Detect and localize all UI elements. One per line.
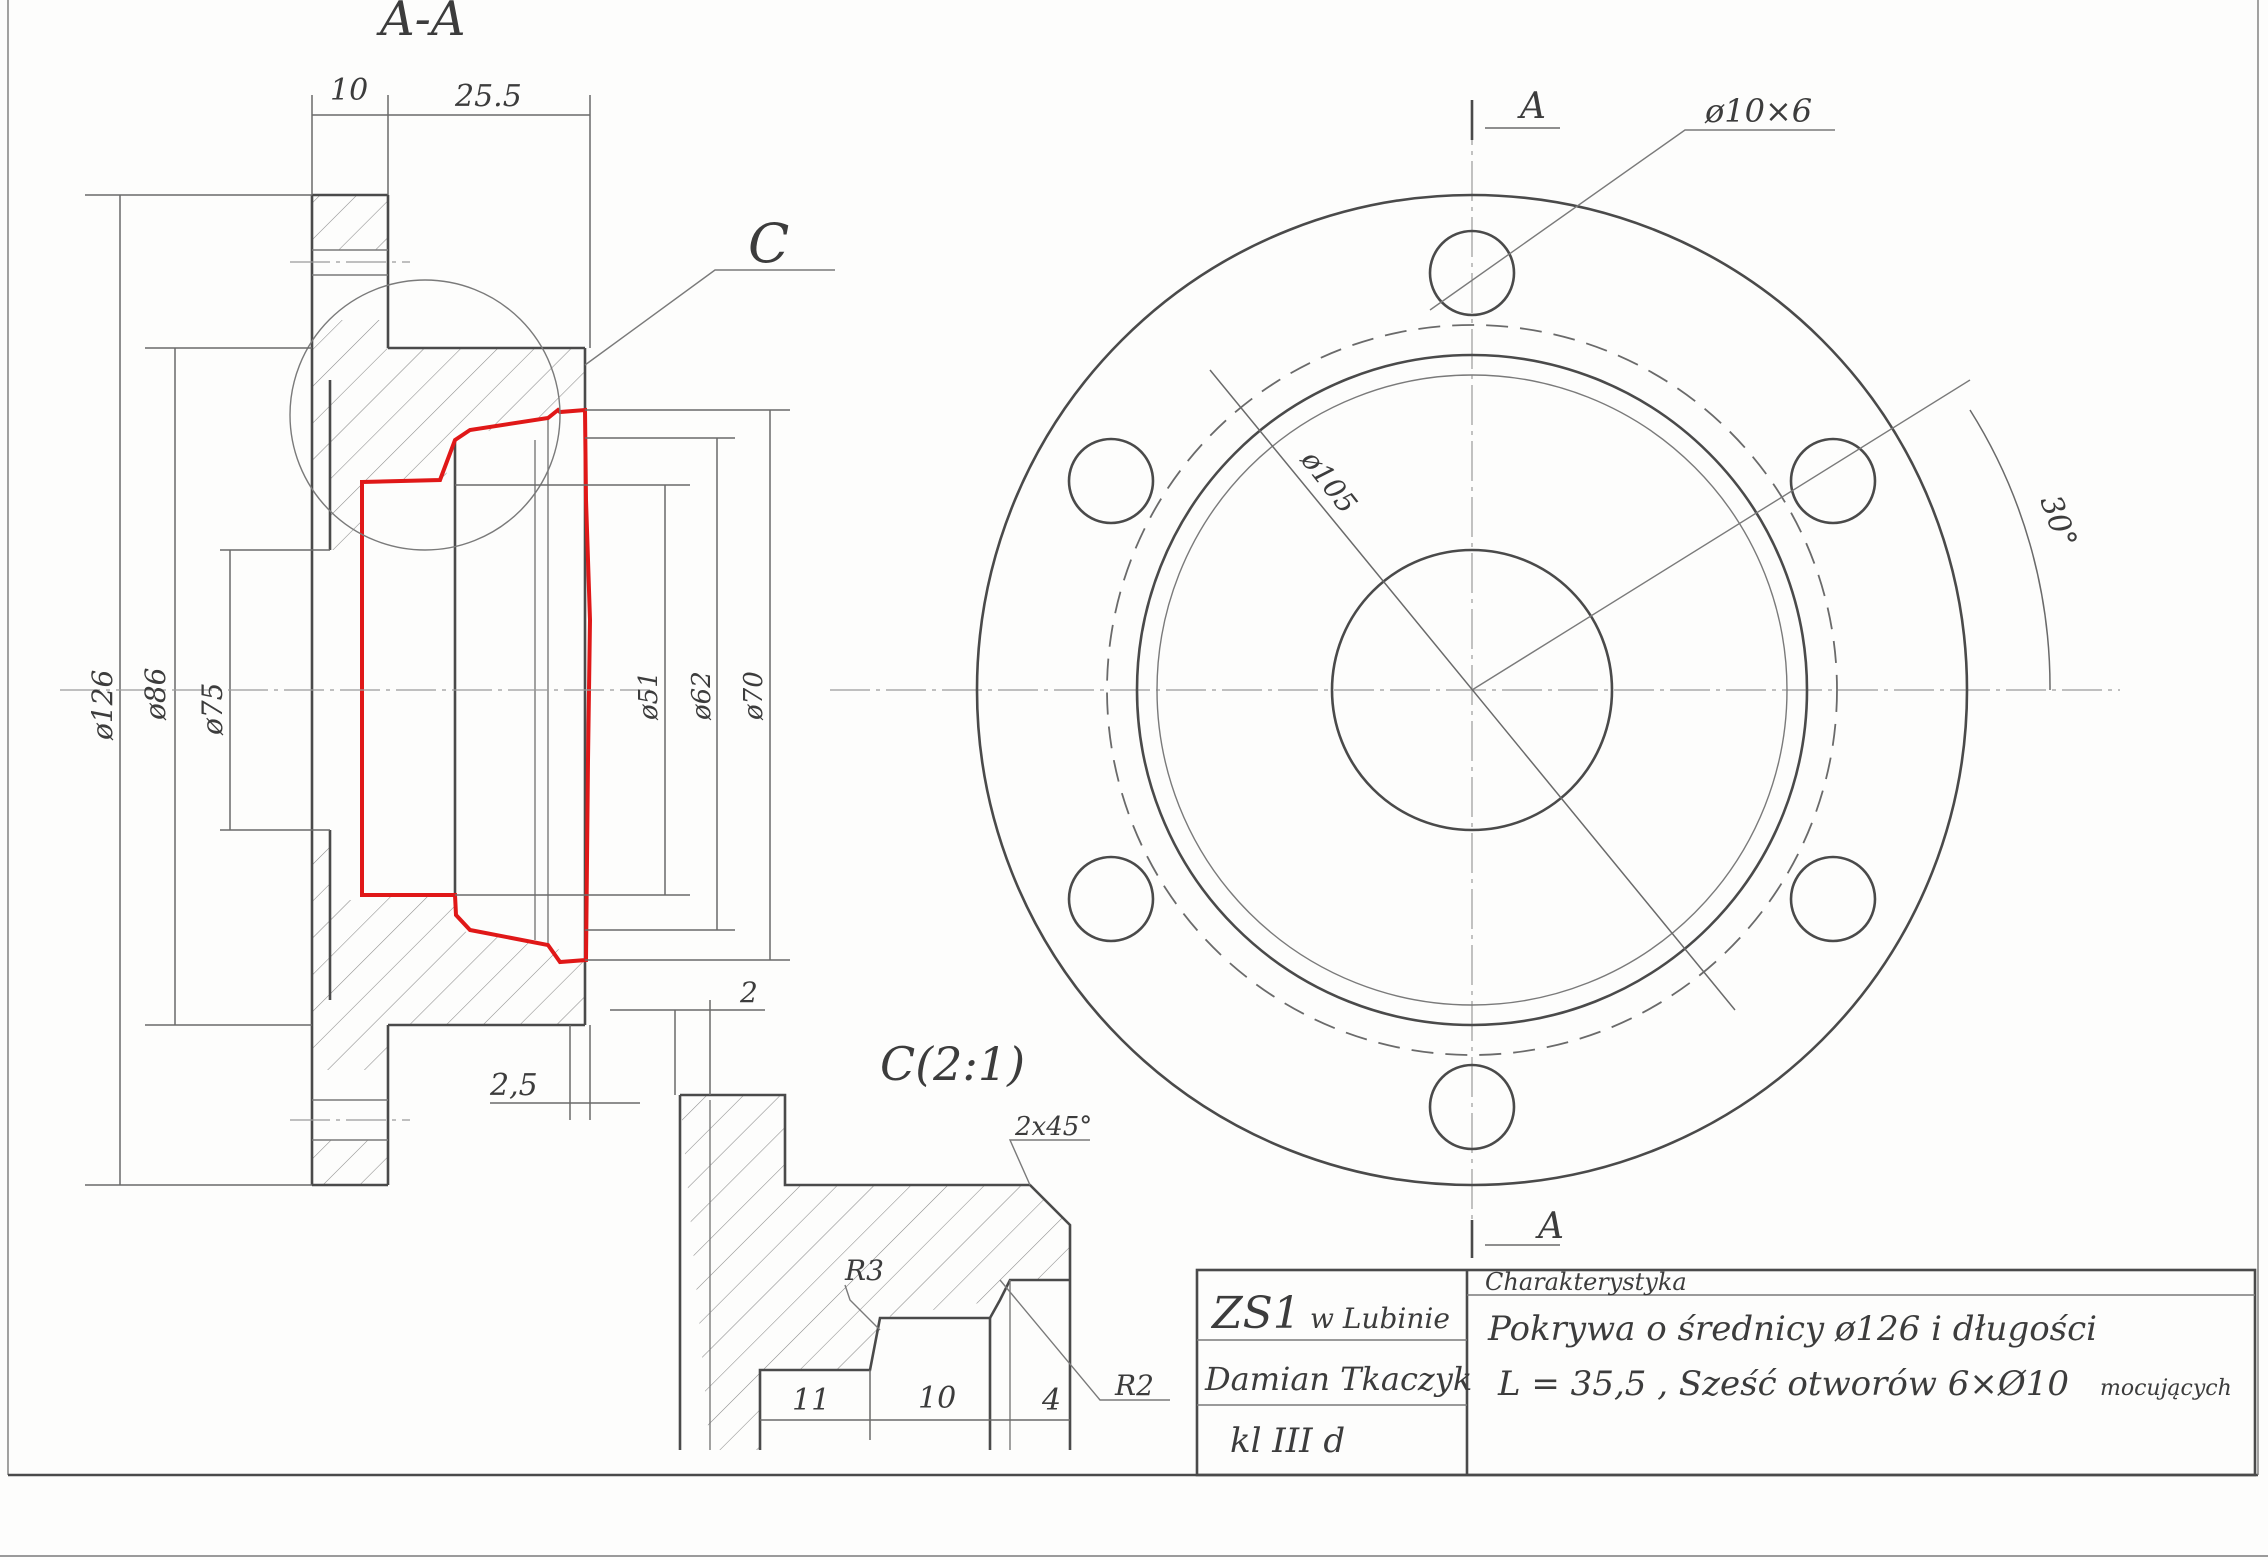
detail-r2: R2: [1114, 1369, 1154, 1402]
dim-flange-width: 10: [330, 73, 368, 108]
dim-d86: ø86: [139, 668, 172, 722]
detail-leader: [584, 269, 835, 366]
class-label: kl III d: [1230, 1421, 1345, 1461]
section-mark-top: A: [1517, 86, 1546, 127]
detail-marker-c: C: [748, 212, 789, 275]
dim-step-2: 2: [739, 976, 758, 1009]
description-header: Charakterystyka: [1485, 1268, 1687, 1296]
school-name: ZS1: [1210, 1288, 1301, 1339]
section-dimensions: [60, 95, 790, 1186]
dim-hub-length: 25.5: [454, 79, 522, 114]
description-line2: L = 35,5 , Sześć otworów 6×Ø10: [1497, 1364, 2069, 1404]
dim-d62: ø62: [687, 671, 717, 721]
detail-title: C(2:1): [880, 1037, 1025, 1091]
detail-dim-10: 10: [918, 1381, 956, 1416]
detail-circle: [289, 279, 561, 551]
dim-chamfer-2-5: 2,5: [489, 1068, 538, 1103]
section-mark-bottom: A: [1535, 1206, 1564, 1247]
section-hatching: [312, 195, 585, 1185]
description-line1: Pokrywa o średnicy ø126 i długości: [1487, 1309, 2097, 1349]
detail-view: C(2:1) 2x45° R3 R2 11 10 4: [674, 1000, 1170, 1450]
detail-dim-4: 4: [1041, 1383, 1061, 1418]
bolt-circle: [1106, 324, 1838, 1056]
outer-circle: [975, 193, 1969, 1187]
dim-d75: ø75: [196, 683, 229, 737]
section-view: A-A 10 25.5 C 2,5 2 ø126 ø86 ø75 ø51 ø62…: [60, 0, 835, 1187]
bore-circle: [1330, 548, 1614, 832]
detail-chamfer: 2x45°: [1014, 1112, 1092, 1142]
detail-r3: R3: [844, 1254, 884, 1287]
angle-label: 30°: [2032, 491, 2083, 553]
hub-outer-circle: [1135, 353, 1809, 1027]
holes-callout: ø10×6: [1704, 92, 1812, 130]
title-block: ZS1 w Lubinie Damian Tkaczyk kl III d Ch…: [1195, 1268, 2257, 1477]
section-title: A-A: [376, 0, 466, 47]
dim-d51: ø51: [634, 671, 664, 721]
bolt-holes: [1067, 229, 1877, 1151]
detail-dim-11: 11: [792, 1383, 830, 1418]
dim-d70: ø70: [739, 671, 769, 721]
highlight-contour: [360, 407, 593, 965]
pcd-label: ø105: [1294, 443, 1364, 520]
description-line2-faint: mocujących: [2100, 1376, 2232, 1401]
dim-d126: ø126: [86, 670, 119, 741]
hub-inner-circle: [1156, 374, 1788, 1006]
author-name: Damian Tkaczyk: [1204, 1360, 1472, 1398]
school-place: w Lubinie: [1310, 1302, 1450, 1335]
